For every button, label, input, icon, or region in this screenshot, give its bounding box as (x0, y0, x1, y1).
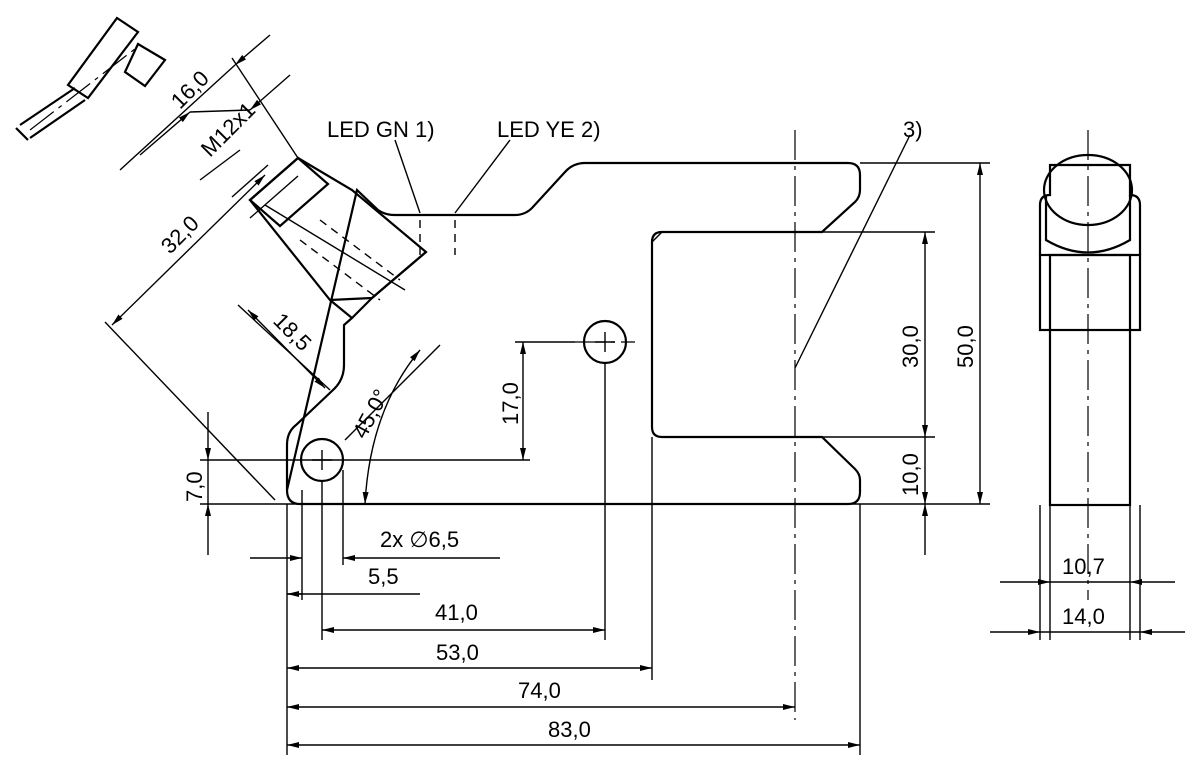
dim-17-0: 17,0 (498, 382, 523, 425)
dim-50-0: 50,0 (953, 325, 978, 368)
dim-32-0: 32,0 (156, 211, 204, 259)
extension-lines (104, 162, 990, 755)
dim-41-0: 41,0 (435, 600, 478, 625)
sensor-head (248, 156, 428, 302)
dim-10-0: 10,0 (898, 453, 923, 496)
hole-2 (575, 319, 635, 365)
dim-5-5: 5,5 (368, 564, 399, 589)
dim-14-0: 14,0 (1062, 604, 1105, 629)
dim-30-0: 30,0 (898, 325, 923, 368)
dim-16-0: 16,0 (166, 66, 214, 114)
dim-53-0: 53,0 (436, 640, 479, 665)
led-ye-label: LED YE 2) (497, 117, 601, 142)
dim-hole-diameter: 2x ∅6,5 (380, 527, 459, 552)
dim-m12x1: M12x1 (196, 97, 260, 161)
led-gn-label: LED GN 1) (327, 117, 435, 142)
dim-74-0: 74,0 (518, 678, 561, 703)
dim-45-angle: 45,0° (347, 385, 393, 442)
dim-83-0: 83,0 (548, 717, 591, 742)
dim-10-7: 10,7 (1062, 554, 1105, 579)
dim-18-5: 18,5 (268, 308, 316, 356)
side-view (1038, 130, 1142, 640)
dim-7-0: 7,0 (182, 471, 207, 502)
dimension-lines (111, 34, 1185, 748)
note-3-label: 3) (903, 117, 923, 142)
bracket-outline (285, 161, 862, 506)
cable-connector (15, 16, 167, 141)
